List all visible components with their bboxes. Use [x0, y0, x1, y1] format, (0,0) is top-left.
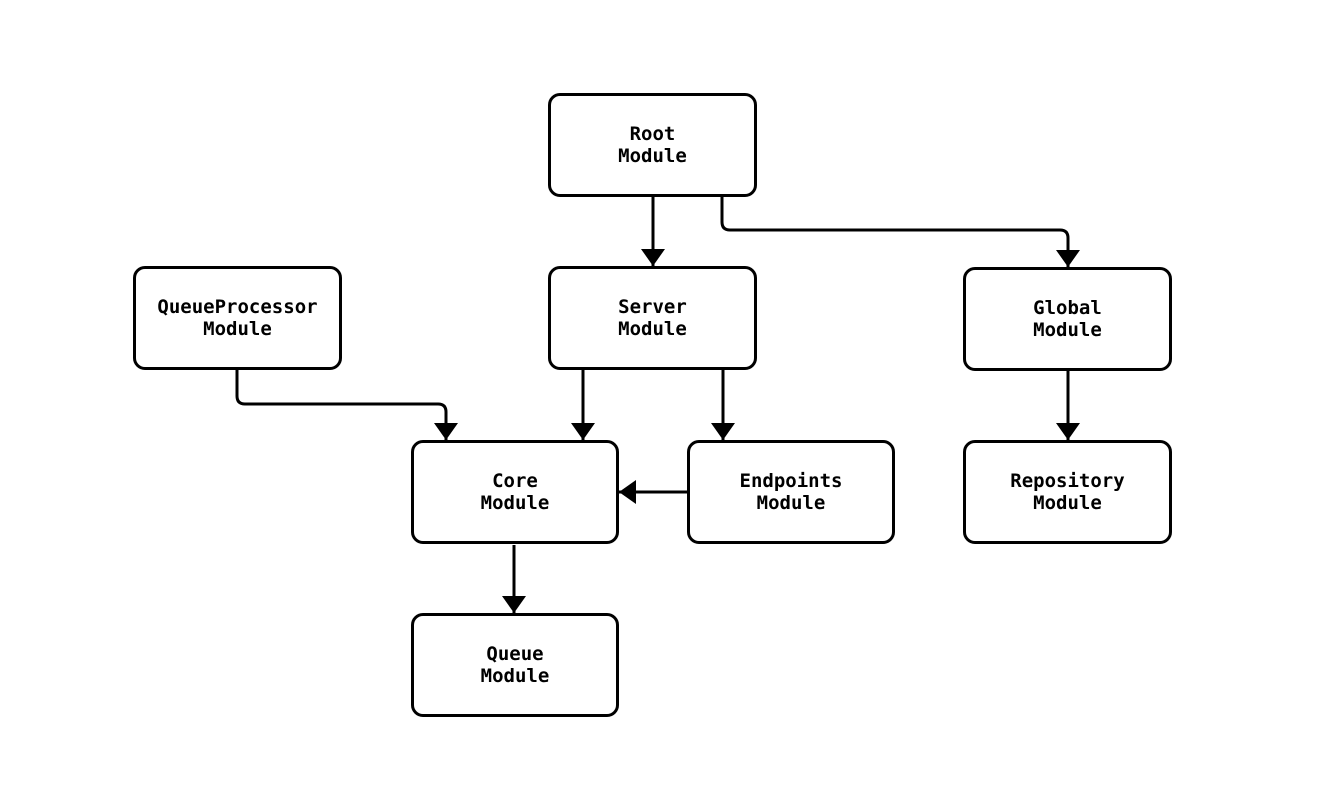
node-repository-module-label: Repository Module	[1010, 470, 1125, 514]
node-repository-module: Repository Module	[963, 440, 1172, 544]
node-endpoints-module: Endpoints Module	[687, 440, 895, 544]
node-queueprocessor-module-label: QueueProcessor Module	[157, 296, 318, 340]
node-root-module: Root Module	[548, 93, 757, 197]
node-global-module: Global Module	[963, 267, 1172, 371]
node-global-module-label: Global Module	[1033, 297, 1102, 341]
node-root-module-label: Root Module	[618, 123, 687, 167]
node-queueprocessor-module: QueueProcessor Module	[133, 266, 342, 370]
node-server-module: Server Module	[548, 266, 757, 370]
edge-root-global	[720, 197, 1080, 267]
node-queue-module: Queue Module	[411, 613, 619, 717]
node-queue-module-label: Queue Module	[480, 643, 550, 687]
node-endpoints-module-label: Endpoints Module	[739, 470, 843, 514]
edge-queueprocessor-core	[235, 370, 458, 440]
node-server-module-label: Server Module	[618, 296, 687, 340]
node-core-module: Core Module	[411, 440, 619, 544]
node-core-module-label: Core Module	[480, 470, 550, 514]
